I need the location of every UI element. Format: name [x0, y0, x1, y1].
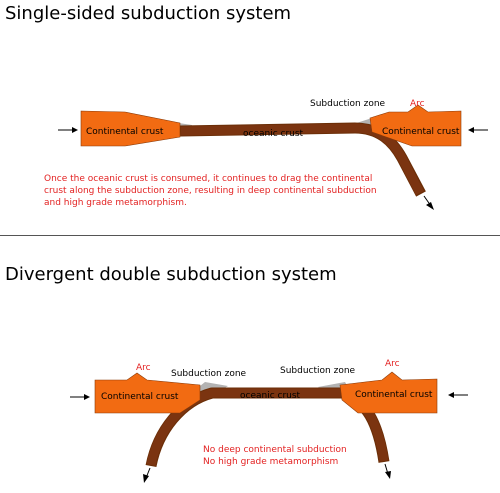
panel2-right-continental-crust	[339, 371, 438, 414]
panel2-right-subduction-zone-label: Subduction zone	[280, 366, 356, 376]
panel1-note-line-3: and high grade metamorphism.	[44, 198, 187, 208]
panel2-right-arrowhead	[448, 392, 454, 398]
panel1-diagram: Continental crust oceanic crust Continen…	[44, 99, 488, 210]
panel-divider	[0, 235, 500, 236]
panel2-oceanic-label: oceanic crust	[240, 391, 301, 401]
panel1-arc-label: Arc	[410, 99, 425, 109]
panel2-right-crust-label: Continental crust	[355, 390, 433, 400]
panel2-diagram: Continental crust oceanic crust Continen…	[70, 359, 468, 483]
panel1-left-arrowhead	[72, 127, 78, 133]
panel2-note-line-2: No high grade metamorphism	[203, 457, 338, 467]
panel1-right-arrowhead	[468, 127, 474, 133]
panel2-left-subduction-zone-label: Subduction zone	[171, 369, 247, 379]
panel2-right-arc-label: Arc	[385, 359, 400, 369]
panel1-left-continental-crust	[80, 110, 181, 147]
panel1-subduction-zone-label: Subduction zone	[310, 99, 386, 109]
panel1-slab-arrowhead	[426, 202, 434, 210]
panel2-oceanic-slab-fill	[146, 388, 389, 466]
panel2-left-arc-label: Arc	[136, 363, 151, 373]
panel2-note-line-1: No deep continental subduction	[203, 445, 347, 455]
panel2-left-slab-arrowhead	[143, 474, 149, 483]
panel1-right-crust-label: Continental crust	[382, 127, 460, 137]
panel1-note-line-2: crust along the subduction zone, resulti…	[44, 186, 377, 196]
panel1-oceanic-label: oceanic crust	[243, 129, 304, 139]
panel2-title: Divergent double subduction system	[5, 264, 337, 285]
panel1-title: Single-sided subduction system	[5, 3, 292, 24]
panel2-left-crust-label: Continental crust	[101, 392, 179, 402]
panel2-left-continental-crust	[94, 372, 201, 414]
panel1-note-line-1: Once the oceanic crust is consumed, it c…	[44, 174, 372, 184]
panel1-right-continental-crust	[369, 104, 462, 147]
panel2-right-slab-arrowhead	[385, 471, 391, 479]
panel2-left-arrowhead	[84, 394, 90, 400]
panel1-left-crust-label: Continental crust	[86, 127, 164, 137]
